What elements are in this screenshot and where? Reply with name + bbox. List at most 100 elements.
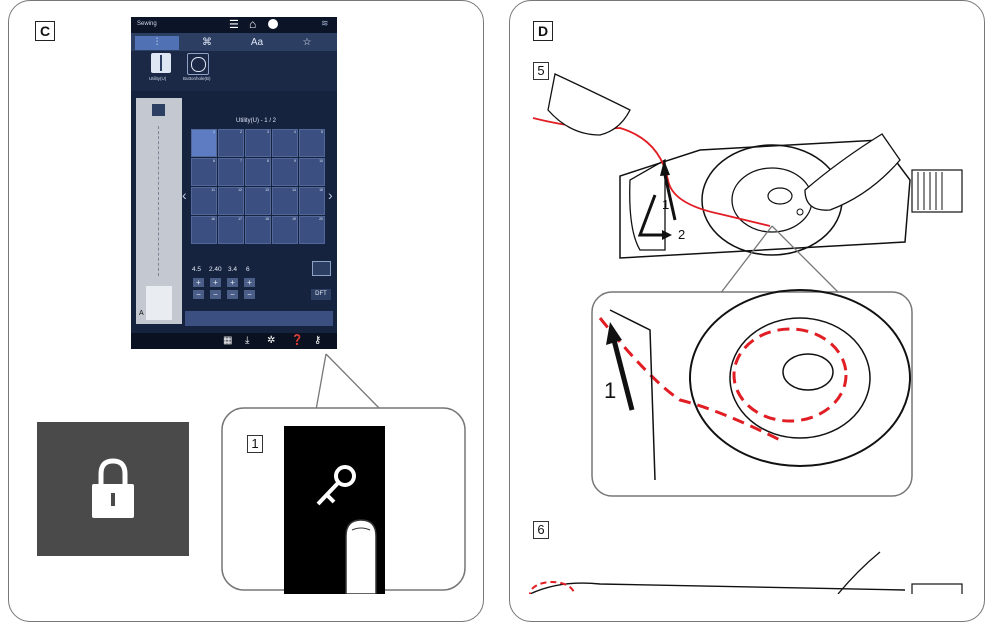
wifi-icon: ≋ — [321, 18, 329, 28]
buttonhole-category-label: Buttonhole(B) — [183, 76, 211, 81]
stitch-cell-16[interactable]: 16 — [191, 216, 217, 244]
stitch-cell-5[interactable]: 5 — [299, 129, 325, 157]
favorites-tab-icon: ☆ — [302, 37, 312, 48]
key-icon-large — [316, 465, 377, 594]
stitch-cell-6[interactable]: 6 — [191, 158, 217, 186]
step-6-label: 6 — [533, 521, 549, 539]
length-minus-button[interactable]: − — [210, 290, 221, 299]
menu-icon[interactable]: ☰ — [229, 19, 239, 31]
tab-decorative[interactable]: ⌘ — [185, 36, 229, 50]
presser-foot-image — [146, 286, 172, 320]
tension-plus-button[interactable]: + — [227, 278, 238, 287]
tension-minus-button[interactable]: − — [227, 290, 238, 299]
status-title: Sewing — [137, 21, 157, 27]
function-toolbar[interactable] — [185, 311, 333, 326]
stitch-cell-14[interactable]: 14 — [272, 187, 298, 215]
setting-stitch-width: 4.5 — [192, 266, 202, 273]
stitch-cell-3[interactable]: 3 — [245, 129, 271, 157]
status-bar: Sewing ☰ ⌂ ≋ — [131, 17, 337, 33]
stitch-cell-12[interactable]: 12 — [218, 187, 244, 215]
finger-illustration — [345, 519, 377, 594]
stitch-cell-10[interactable]: 10 — [299, 158, 325, 186]
cell-number: 18 — [265, 217, 269, 221]
foot-label: A — [139, 310, 144, 317]
stitch-cell-11[interactable]: 11 — [191, 187, 217, 215]
profile-icon[interactable] — [268, 19, 278, 29]
step-5-label: 5 — [533, 62, 549, 80]
buttonhole-icon — [191, 57, 206, 72]
width-plus-button[interactable]: + — [193, 278, 204, 287]
width-minus-button[interactable]: − — [193, 290, 204, 299]
utility-category-button[interactable] — [151, 53, 171, 73]
cell-number: 9 — [294, 159, 296, 163]
settings-gear-icon[interactable]: ✲ — [267, 335, 276, 346]
stitch-cell-18[interactable]: 18 — [245, 216, 271, 244]
bobbin-illustration — [529, 73, 963, 594]
mirror-image-button[interactable] — [312, 261, 331, 276]
stitch-cell-20[interactable]: 20 — [299, 216, 325, 244]
stitch-cell-13[interactable]: 13 — [245, 187, 271, 215]
utility-category-label: Utility(U) — [149, 76, 167, 81]
cell-number: 12 — [238, 188, 242, 192]
stitch-preview-column: A — [136, 98, 182, 324]
stitch-cell-19[interactable]: 19 — [272, 216, 298, 244]
stitch-tab-icon: ⫶ — [155, 37, 159, 48]
cell-number: 11 — [211, 188, 215, 192]
help-icon[interactable]: ❓ — [291, 335, 304, 346]
tab-letters[interactable]: Aa — [235, 36, 279, 50]
stitch-cell-8[interactable]: 8 — [245, 158, 271, 186]
preview-top-icon[interactable] — [152, 104, 165, 116]
setting-thread-tension: 3.4 — [228, 266, 238, 273]
prev-page-icon[interactable]: ‹ — [182, 187, 187, 203]
tab-favorites[interactable]: ☆ — [285, 36, 329, 50]
tab-utility-stitch[interactable]: ⫶ — [135, 36, 179, 50]
setting-stitch-length: 2.40 — [209, 266, 222, 273]
cell-number: 7 — [240, 159, 242, 163]
cell-number: 15 — [319, 188, 323, 192]
cell-number: 17 — [238, 217, 242, 221]
cell-number: 1 — [213, 130, 215, 134]
panel-d-label: D — [533, 21, 553, 41]
arrow-2-label: 2 — [678, 227, 686, 242]
pressure-plus-button[interactable]: + — [244, 278, 255, 287]
grid-title: Utility(U) - 1 / 2 — [235, 118, 276, 124]
key-closeup — [284, 426, 385, 594]
save-icon[interactable]: ⤓ — [245, 335, 250, 346]
lock-illustration — [37, 422, 189, 556]
home-icon[interactable]: ⌂ — [249, 17, 257, 31]
arrow-1-label: 1 — [662, 197, 670, 212]
utility-stitch-icon — [160, 55, 162, 71]
key-icon[interactable]: ⚷ — [314, 335, 322, 346]
cell-number: 8 — [267, 159, 269, 163]
setting-foot-pressure: 6 — [246, 266, 250, 273]
cell-number: 13 — [265, 188, 269, 192]
dft-button[interactable]: DFT — [311, 289, 331, 300]
tab-letters-label: Aa — [250, 37, 264, 48]
cell-number: 6 — [213, 159, 215, 163]
length-plus-button[interactable]: + — [210, 278, 221, 287]
buttonhole-category-button[interactable] — [187, 53, 209, 75]
cell-number: 19 — [292, 217, 296, 221]
cell-number: 10 — [319, 159, 323, 163]
tablet-screen: Sewing ☰ ⌂ ≋ ⫶ ⌘ Aa ☆ Utility(U) Buttonh… — [131, 17, 337, 349]
cell-number: 20 — [319, 217, 323, 221]
panel-c-label: C — [35, 21, 55, 41]
stitch-cell-17[interactable]: 17 — [218, 216, 244, 244]
stitch-cell-9[interactable]: 9 — [272, 158, 298, 186]
step-1-label: 1 — [247, 435, 263, 453]
cell-number: 2 — [240, 130, 242, 134]
preview-stitch-line — [158, 126, 159, 276]
bottom-bar — [131, 333, 337, 349]
stitch-cell-2[interactable]: 2 — [218, 129, 244, 157]
lock-icon — [92, 458, 134, 518]
next-page-icon[interactable]: › — [328, 187, 333, 203]
pressure-minus-button[interactable]: − — [244, 290, 255, 299]
stitch-cell-7[interactable]: 7 — [218, 158, 244, 186]
cell-number: 5 — [321, 130, 323, 134]
stitch-cell-15[interactable]: 15 — [299, 187, 325, 215]
cell-number: 14 — [292, 188, 296, 192]
stitch-cell-4[interactable]: 4 — [272, 129, 298, 157]
stitch-cell-1[interactable]: 1 — [191, 129, 217, 157]
pattern-icon[interactable]: ▦ — [223, 335, 233, 346]
cell-number: 3 — [267, 130, 269, 134]
